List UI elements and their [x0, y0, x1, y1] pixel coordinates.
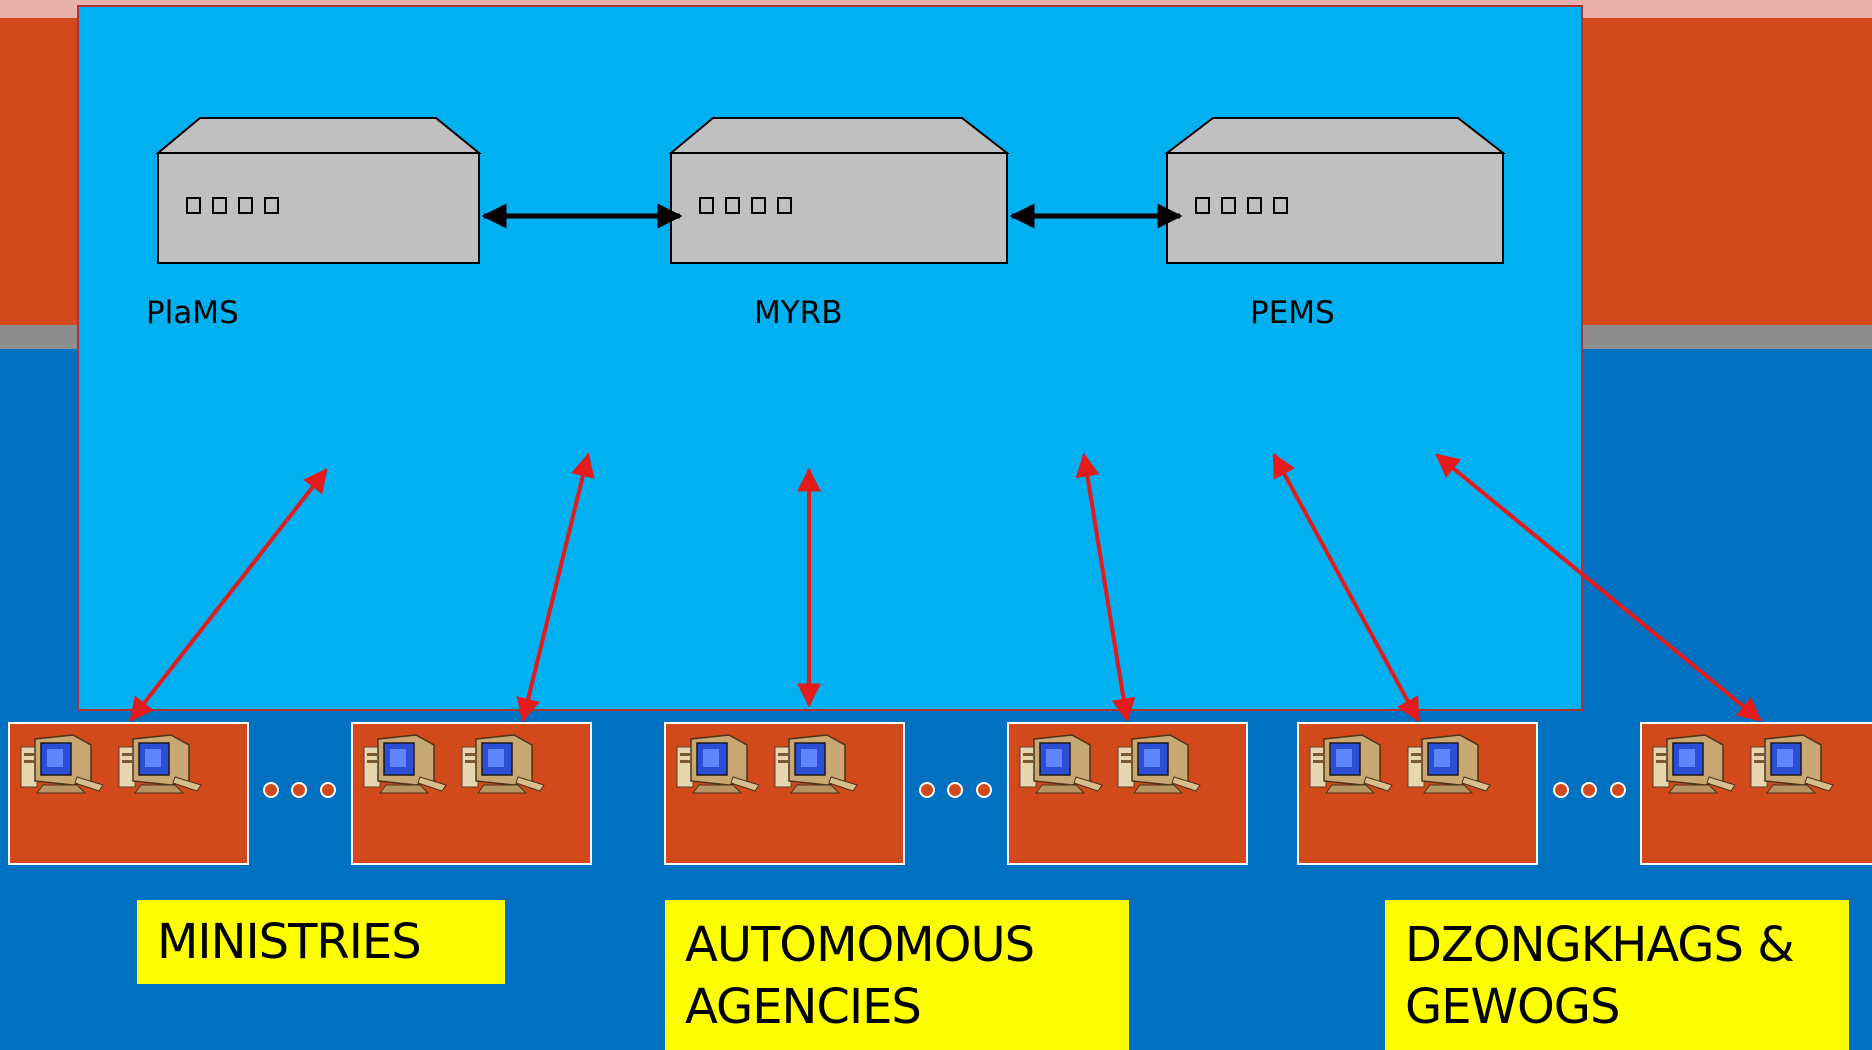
server-label-plams: PlaMS: [146, 295, 239, 331]
client-box[interactable]: [1640, 722, 1872, 865]
ellipsis-dots: [1553, 782, 1626, 798]
link-client-6: [1435, 453, 1762, 722]
ellipsis-dots: [263, 782, 336, 798]
server-pems[interactable]: [1164, 117, 1506, 264]
group-label-line: DZONGKHAGS &: [1405, 917, 1795, 973]
link-client-2: [516, 452, 595, 723]
client-box[interactable]: [1297, 722, 1538, 865]
server-label-myrb: MYRB: [754, 295, 843, 331]
group-label-autonomous-agencies: AUTOMOMOUS AGENCIES: [665, 900, 1129, 1050]
group-label-line: AGENCIES: [685, 979, 922, 1035]
ellipsis-dots: [919, 782, 992, 798]
group-label-line: AUTOMOMOUS: [685, 917, 1035, 973]
server-plams[interactable]: [155, 117, 482, 264]
client-box[interactable]: [1007, 722, 1248, 865]
client-box[interactable]: [8, 722, 249, 865]
link-client-4: [1075, 452, 1136, 723]
server-myrb[interactable]: [668, 117, 1010, 264]
link-client-5: [1272, 452, 1420, 723]
group-label-ministries: MINISTRIES: [137, 900, 505, 984]
client-box[interactable]: [351, 722, 592, 865]
group-label-line: MINISTRIES: [157, 914, 422, 970]
group-label-line: GEWOGS: [1405, 979, 1620, 1035]
link-client-1: [129, 468, 328, 722]
group-label-dzongkhags-gewogs: DZONGKHAGS & GEWOGS: [1385, 900, 1849, 1050]
server-label-pems: PEMS: [1250, 295, 1335, 331]
client-box[interactable]: [664, 722, 905, 865]
